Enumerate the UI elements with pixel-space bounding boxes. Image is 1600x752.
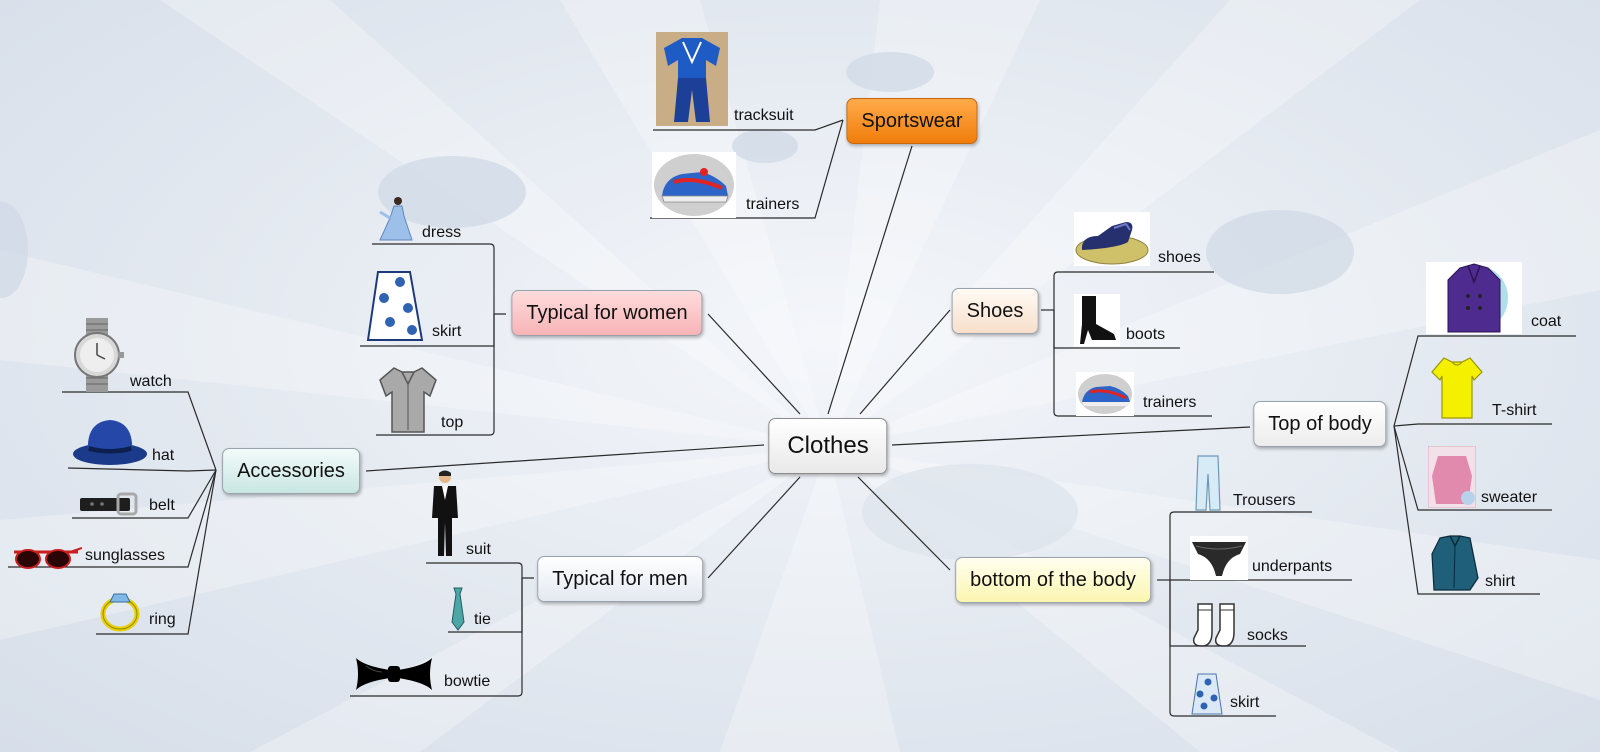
leaf-top[interactable]: top [441,414,464,431]
leaf-watch[interactable]: watch [130,373,172,390]
sweater-icon [1428,446,1476,508]
central-topic[interactable]: Clothes [768,418,888,474]
tshirt-icon [1431,357,1483,419]
shirt-icon [1431,535,1479,591]
leaf-skirt-women[interactable]: skirt [432,323,462,340]
topic-bottom-of-the-body[interactable]: bottom of the body [955,557,1151,603]
leaf-sweater[interactable]: sweater [1481,489,1538,506]
tracksuit-icon [656,32,728,126]
sunglasses-icon [14,547,82,569]
leaf-tie[interactable]: tie [474,611,491,628]
leaf-trousers[interactable]: Trousers [1233,492,1296,509]
leaf-hat[interactable]: hat [152,447,175,464]
leaf-tracksuit[interactable]: tracksuit [734,107,794,124]
skirt-icon-2 [1191,673,1223,715]
leaf-coat[interactable]: coat [1531,313,1562,330]
ring-icon [100,593,140,632]
boot-icon [1074,294,1120,346]
dress-icon [379,197,413,241]
topic-typical-for-men[interactable]: Typical for men [537,556,703,602]
bowtie-icon [356,658,432,690]
leaf-suit[interactable]: suit [466,541,491,558]
leaf-tshirt[interactable]: T-shirt [1492,402,1537,419]
underpants-icon [1190,536,1248,580]
leaf-shoes[interactable]: shoes [1158,249,1201,266]
hat-icon [73,420,147,465]
watch-icon [74,318,124,392]
leaf-sunglasses[interactable]: sunglasses [85,547,166,564]
trainer-shoe-icon [652,152,736,218]
leaf-dress[interactable]: dress [422,224,462,241]
topic-top-of-body[interactable]: Top of body [1253,401,1387,447]
trainer-shoe-icon-2 [1076,372,1134,416]
leaf-shirt[interactable]: shirt [1485,573,1516,590]
suit-icon [432,470,458,556]
topic-sportswear[interactable]: Sportswear [846,98,978,144]
socks-icon [1192,603,1235,647]
trousers-icon [1195,455,1221,511]
leaf-socks[interactable]: socks [1247,627,1288,644]
topic-shoes[interactable]: Shoes [951,288,1039,334]
belt-icon [80,492,138,516]
leaf-trainers-shoes[interactable]: trainers [1143,394,1197,411]
leaf-trainers-sport[interactable]: trainers [746,196,800,213]
topic-accessories[interactable]: Accessories [222,448,360,494]
leaf-belt[interactable]: belt [149,497,175,514]
topic-typical-for-women[interactable]: Typical for women [511,290,703,336]
skirt-icon [366,271,424,341]
leaf-ring[interactable]: ring [149,611,176,628]
leaf-underpants[interactable]: underpants [1252,558,1333,575]
leaf-skirt-bottom[interactable]: skirt [1230,694,1260,711]
tie-icon [451,587,465,631]
coat-icon [1426,262,1522,334]
shoe-icon [1074,212,1150,266]
blouse-icon [379,367,437,433]
leaf-bowtie[interactable]: bowtie [444,673,491,690]
leaf-boots[interactable]: boots [1126,326,1166,343]
